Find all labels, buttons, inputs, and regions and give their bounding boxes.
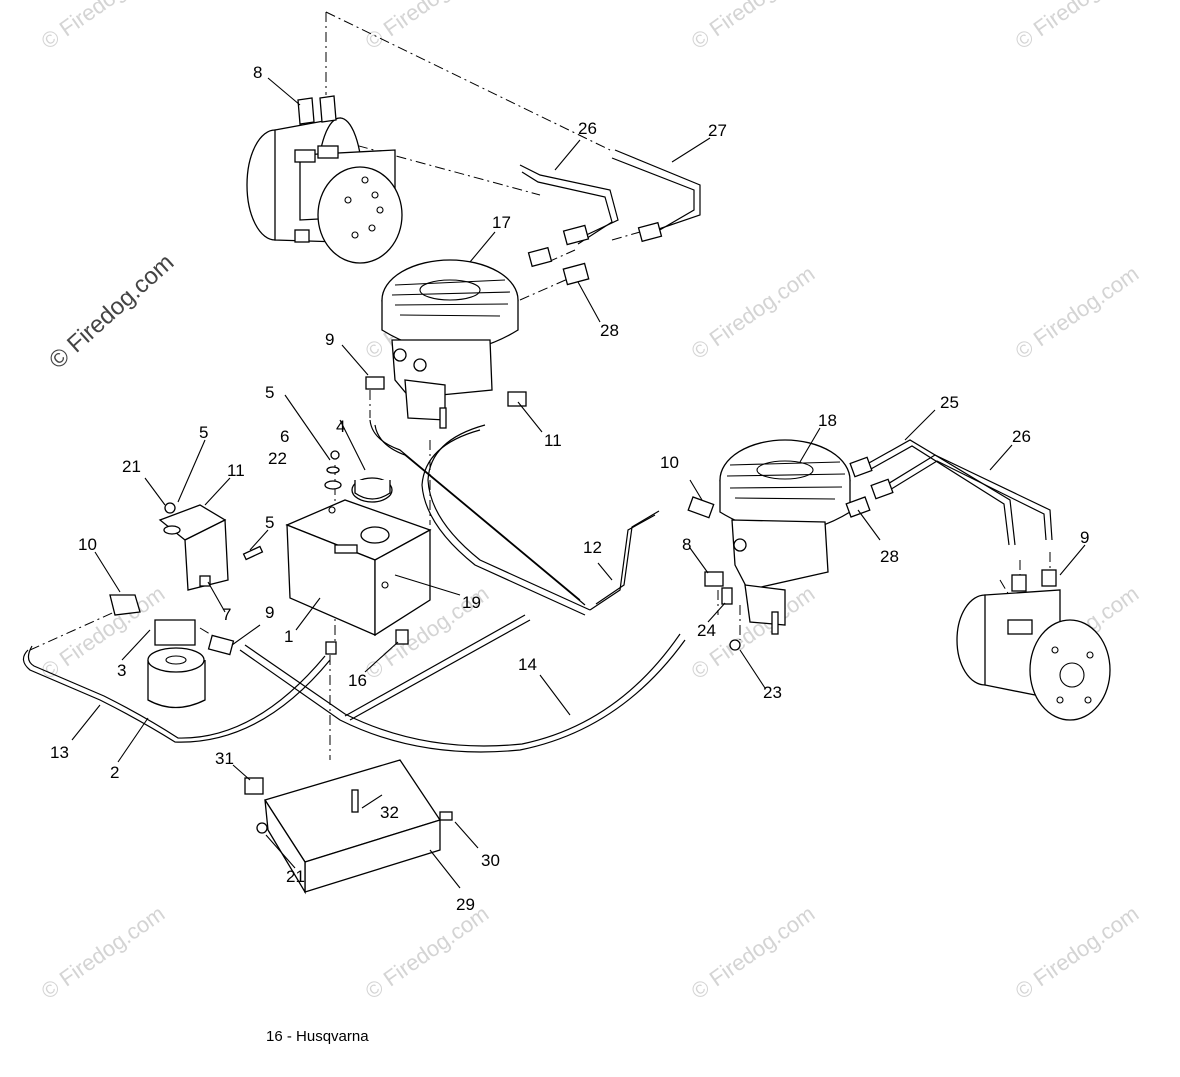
callout-5-mid: 5 [265, 383, 274, 402]
callout-11-right: 11 [544, 431, 562, 450]
callout-29: 29 [456, 895, 475, 914]
watermark-tc2: © Firedog.com [687, 0, 820, 54]
oil-filter [109, 594, 206, 709]
reservoir-tank [285, 499, 432, 637]
callout-27: 27 [708, 121, 727, 140]
callout-8-right: 8 [682, 535, 691, 554]
callout-21-mid: 22 [268, 449, 287, 468]
filler-cap [351, 477, 393, 544]
callout-10-left: 9 [325, 330, 334, 349]
callout-31: 31 [215, 749, 234, 768]
callout-19: 19 [462, 593, 481, 612]
callout-9-right: 9 [1080, 528, 1089, 547]
callout-13: 12 [583, 538, 602, 557]
watermark-layer: © Firedog.com © Firedog.com © Firedog.co… [37, 0, 1144, 1004]
callout-18: 18 [818, 411, 837, 430]
callout-14: 13 [50, 743, 69, 762]
callout-26: 26 [578, 119, 597, 138]
callout-16: 16 [348, 671, 367, 690]
pump-left-17 [381, 259, 519, 429]
callout-labels: 8 26 27 17 28 9 11 5 4 6 22 5 21 11 5 10… [50, 63, 1089, 914]
callout-9-top: 8 [253, 63, 262, 82]
callout-5-lower: 5 [265, 513, 274, 532]
watermark-tl: © Firedog.com [37, 0, 170, 54]
callout-25: 26 [1012, 427, 1031, 446]
watermark-c1: © Firedog.com [361, 901, 494, 1004]
callout-24: 25 [940, 393, 959, 412]
callout-3: 3 [117, 661, 126, 680]
diagram-caption: 16 - Husqvarna [266, 1028, 369, 1045]
callout-22: 23 [763, 683, 782, 702]
callout-23: 24 [697, 621, 716, 640]
callout-28-top: 28 [600, 321, 619, 340]
leader-lines [71, 77, 1086, 889]
callout-30: 30 [481, 851, 500, 870]
callout-8-left: 9 [265, 603, 274, 622]
pump-right-18 [719, 439, 851, 635]
watermark-c3: © Firedog.com [1011, 901, 1144, 1004]
callout-7: 7 [222, 605, 231, 624]
watermark-m2: © Firedog.com [687, 261, 820, 364]
oil-cooler [244, 759, 453, 895]
callout-2: 2 [110, 763, 119, 782]
watermark-m3: © Firedog.com [1011, 261, 1144, 364]
watermark-tr: © Firedog.com [1011, 0, 1144, 54]
callout-6: 6 [280, 427, 289, 446]
callout-1: 1 [284, 627, 293, 646]
callout-10-right: 10 [660, 453, 679, 472]
callout-28-right: 28 [880, 547, 899, 566]
watermark-c2: © Firedog.com [687, 901, 820, 1004]
callout-4: 4 [336, 417, 345, 436]
callout-5-left: 5 [199, 423, 208, 442]
callout-20: 21 [286, 867, 305, 886]
hose-network [22, 149, 1053, 753]
callout-21-left: 21 [122, 457, 141, 476]
callout-32: 32 [380, 803, 399, 822]
filter-bracket [158, 504, 229, 591]
callout-15: 14 [518, 655, 537, 674]
fittings [163, 221, 894, 834]
wheel-motor-right [956, 569, 1111, 721]
watermark-c0: © Firedog.com [37, 901, 170, 1004]
callout-17: 17 [492, 213, 511, 232]
watermark-tc: © Firedog.com [361, 0, 494, 54]
callout-12: 11 [227, 461, 245, 480]
watermark-primary: © Firedog.com [44, 249, 179, 375]
callout-11-left: 10 [78, 535, 97, 554]
wheel-motor-left [246, 95, 403, 264]
